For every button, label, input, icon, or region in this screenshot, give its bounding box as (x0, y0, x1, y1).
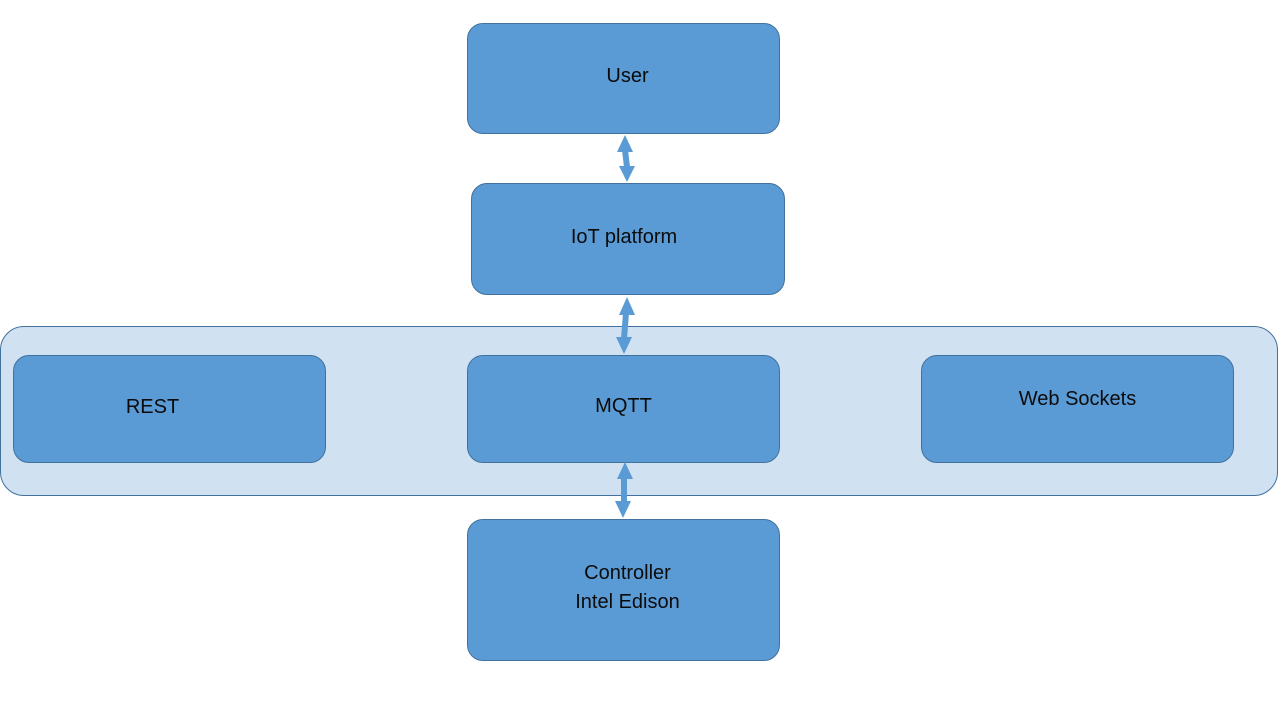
mqtt-label: MQTT (595, 394, 652, 417)
web-sockets-node: Web Sockets (921, 355, 1234, 463)
user-node: User (467, 23, 780, 134)
iot-platform-node: IoT platform (471, 183, 785, 295)
arrow-user-iot (617, 135, 635, 182)
web-sockets-label: Web Sockets (1018, 387, 1137, 410)
iot-platform-label: IoT platform (570, 225, 678, 248)
rest-label: REST (125, 395, 180, 418)
controller-node: Controller Intel Edison (467, 519, 780, 661)
mqtt-node: MQTT (467, 355, 780, 463)
user-label: User (606, 65, 649, 87)
rest-node: REST (13, 355, 326, 463)
controller-sublabel: Intel Edison (575, 591, 680, 613)
controller-label: Controller (584, 562, 671, 584)
